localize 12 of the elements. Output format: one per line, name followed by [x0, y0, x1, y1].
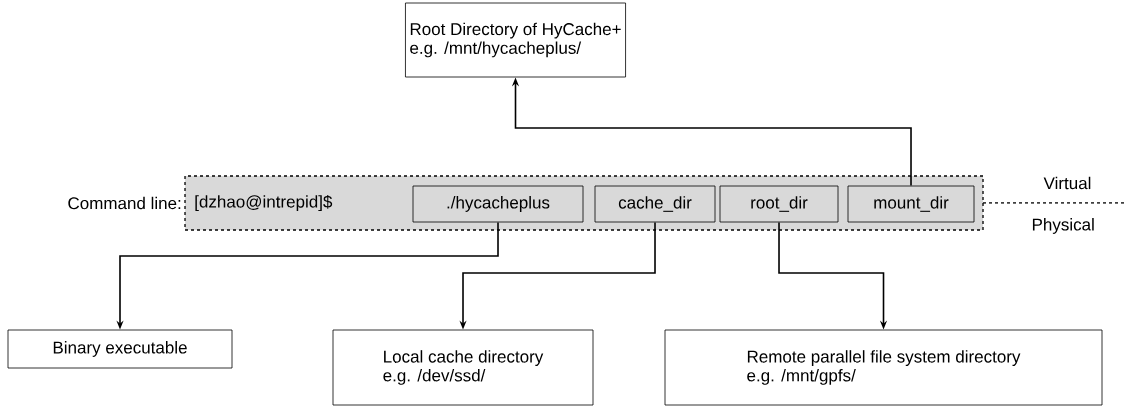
label: Virtual — [1043, 176, 1091, 190]
label: Command line: — [68, 196, 181, 210]
prompt-text: [dzhao@intrepid]$ — [195, 194, 333, 212]
argument-box: mount_dir — [847, 185, 975, 223]
argument-box: root_dir — [719, 185, 839, 223]
label: Physical — [1032, 218, 1094, 234]
argument-box: cache_dir — [594, 185, 716, 223]
argument-box: ./hycacheplus — [412, 185, 584, 223]
description-box: Local cache directory e.g. /dev/ssd/ — [332, 329, 594, 406]
description-box: Remote parallel file system directory e.g. /mnt/gpfs/ — [664, 329, 1103, 406]
description-box: Binary executable — [7, 329, 233, 369]
description-box: Root Directory of HyCache+ e.g. /mnt/hycacheplus/ — [405, 2, 626, 78]
